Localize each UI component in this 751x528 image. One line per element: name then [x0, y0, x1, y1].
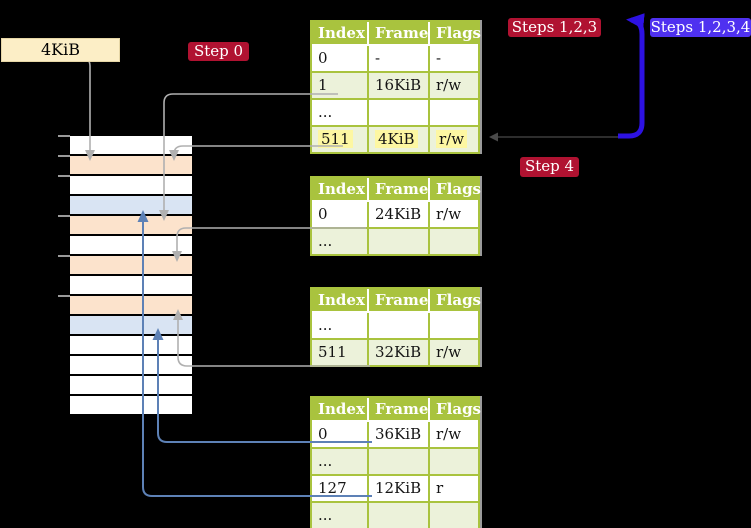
memory-frame-row-table — [70, 216, 192, 234]
physical-memory-stack — [70, 136, 192, 416]
frame-boundary-tick — [58, 215, 70, 217]
highlighted-value: 4KiB — [375, 130, 418, 148]
table-cell: 1 — [312, 73, 369, 98]
column-header: Index — [312, 398, 369, 420]
table-cell — [369, 449, 430, 474]
column-header: Frame — [369, 289, 430, 311]
column-header: Index — [312, 22, 369, 44]
memory-frame-row-free — [70, 356, 192, 374]
highlighted-value: 511 — [318, 130, 353, 148]
table-cell: - — [369, 46, 430, 71]
steps-1234-badge: Steps 1,2,3,4 — [650, 18, 751, 37]
table-cell: 511 — [312, 340, 369, 365]
table-cell: r — [436, 479, 444, 497]
table-cell — [430, 229, 478, 254]
frame-boundary-tick — [58, 255, 70, 257]
table-cell: 0 — [312, 46, 369, 71]
table-cell: r/w — [436, 76, 462, 94]
memory-frame-row-free — [70, 136, 192, 154]
table-cell: r/w — [436, 205, 462, 223]
memory-frame-row-mapped — [70, 196, 192, 214]
memory-frame-row-free — [70, 376, 192, 394]
table-cell: 16KiB — [369, 73, 430, 98]
table-row-recursive-entry: 511 4KiB r/w — [312, 125, 478, 152]
column-header: Flags — [436, 180, 481, 198]
frame-boundary-tick — [58, 295, 70, 297]
table-cell: 4KiB — [369, 127, 430, 152]
table-cell: ... — [312, 449, 369, 474]
column-header: Index — [312, 289, 369, 311]
table-header-row: Index Frame Flags — [312, 178, 481, 202]
memory-frame-row-free — [70, 276, 192, 294]
step-0-badge: Step 0 — [188, 42, 249, 61]
memory-frame-row-table — [70, 256, 192, 274]
table-cell: 127 — [312, 476, 369, 501]
column-header: Flags — [436, 291, 481, 309]
table-row: 0 - - — [312, 46, 478, 71]
frame-boundary-tick — [58, 175, 70, 177]
recursive-loop-arrow — [618, 13, 645, 139]
table-cell: r/w — [430, 127, 478, 152]
column-header: Index — [312, 178, 369, 200]
memory-frame-row-free — [70, 396, 192, 414]
table-cell: ... — [312, 100, 369, 125]
memory-frame-row-free — [70, 236, 192, 254]
table-cell — [369, 503, 430, 528]
highlighted-value: r/w — [436, 130, 468, 148]
table-row: ... — [312, 447, 478, 474]
table-cell: - — [436, 49, 442, 67]
table-cell: 12KiB — [369, 476, 430, 501]
table-row: 0 24KiB r/w — [312, 202, 478, 227]
table-cell: 0 — [312, 422, 369, 447]
table-row: 1 16KiB r/w — [312, 71, 478, 98]
table-cell — [430, 449, 478, 474]
frame-boundary-tick — [58, 135, 70, 137]
frame-boundary-tick — [58, 155, 70, 157]
memory-frame-row-free — [70, 176, 192, 194]
table-cell: r/w — [436, 425, 462, 443]
table-header-row: Index Frame Flags — [312, 289, 481, 313]
column-header: Frame — [369, 22, 430, 44]
table-cell: ... — [312, 313, 369, 338]
step-4-badge: Step 4 — [520, 157, 579, 177]
page-table-3: Index Frame Flags ... 511 32KiB r/w — [310, 287, 481, 367]
table-cell: 0 — [312, 202, 369, 227]
table-row: 0 36KiB r/w — [312, 422, 478, 447]
memory-frame-row-mapped — [70, 316, 192, 334]
table-cell — [430, 503, 478, 528]
page-table-2: Index Frame Flags 0 24KiB r/w ... — [310, 176, 481, 256]
table-header-row: Index Frame Flags — [312, 22, 481, 46]
table-row: ... — [312, 227, 478, 254]
table-cell — [430, 313, 478, 338]
table-row: 511 32KiB r/w — [312, 338, 478, 365]
table-cell: 511 — [312, 127, 369, 152]
table-row: ... — [312, 313, 478, 338]
table-cell — [369, 313, 430, 338]
memory-frame-row-free — [70, 336, 192, 354]
table-cell: 24KiB — [369, 202, 430, 227]
table-header-row: Index Frame Flags — [312, 398, 481, 422]
column-header: Frame — [369, 398, 430, 420]
table-cell: ... — [312, 229, 369, 254]
page-table-4: Index Frame Flags 0 36KiB r/w ... 127 12… — [310, 396, 481, 528]
table-row: ... — [312, 98, 478, 125]
steps-123-badge: Steps 1,2,3 — [508, 18, 601, 37]
table-cell — [369, 229, 430, 254]
memory-frame-row-table — [70, 296, 192, 314]
table-cell: 32KiB — [369, 340, 430, 365]
frame-size-label: 4KiB — [1, 38, 120, 62]
table-cell — [430, 100, 478, 125]
table-row: 127 12KiB r — [312, 474, 478, 501]
table-row: ... — [312, 501, 478, 528]
table-cell: r/w — [436, 343, 462, 361]
page-table-1: Index Frame Flags 0 - - 1 16KiB r/w ... … — [310, 20, 481, 154]
column-header: Frame — [369, 178, 430, 200]
table-cell: 36KiB — [369, 422, 430, 447]
table-cell — [369, 100, 430, 125]
column-header: Flags — [436, 24, 481, 42]
column-header: Flags — [436, 400, 481, 418]
memory-frame-row-table — [70, 156, 192, 174]
table-cell: ... — [312, 503, 369, 528]
